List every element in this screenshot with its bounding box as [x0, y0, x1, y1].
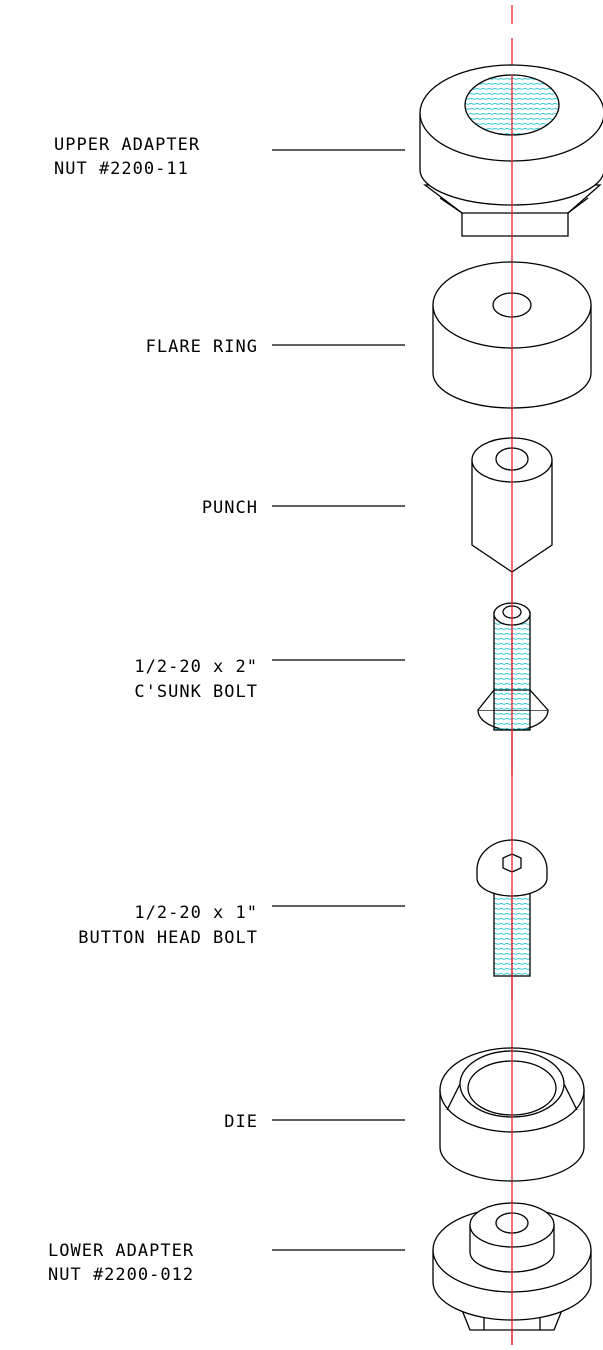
- lower-adapter-nut-part: [432, 1200, 592, 1345]
- label-flare-ring: FLARE RING: [146, 337, 258, 357]
- label-lower-adapter-line2: NUT #2200-012: [48, 1265, 194, 1285]
- button-head-bolt-part: [476, 838, 548, 1000]
- csunk-bolt-part: [477, 600, 549, 775]
- leader-lines: [272, 149, 405, 1251]
- label-upper-adapter-line2: NUT #2200-11: [54, 159, 189, 179]
- label-csunk-bolt-line1: 1/2-20 x 2": [134, 657, 258, 677]
- flare-ring-part: [432, 261, 592, 410]
- punch-part: [471, 437, 553, 600]
- label-button-bolt-line1: 1/2-20 x 1": [134, 903, 258, 923]
- label-die: DIE: [224, 1112, 258, 1132]
- label-punch: PUNCH: [202, 498, 258, 518]
- die-part: [439, 1047, 585, 1182]
- part-labels: UPPER ADAPTER NUT #2200-11 FLARE RING PU…: [48, 135, 258, 1285]
- label-csunk-bolt-line2: C'SUNK BOLT: [134, 682, 258, 702]
- label-upper-adapter-line1: UPPER ADAPTER: [54, 135, 200, 155]
- label-button-bolt-line2: BUTTON HEAD BOLT: [78, 928, 258, 948]
- upper-adapter-nut-part: [419, 64, 603, 237]
- label-lower-adapter-line1: LOWER ADAPTER: [48, 1241, 194, 1261]
